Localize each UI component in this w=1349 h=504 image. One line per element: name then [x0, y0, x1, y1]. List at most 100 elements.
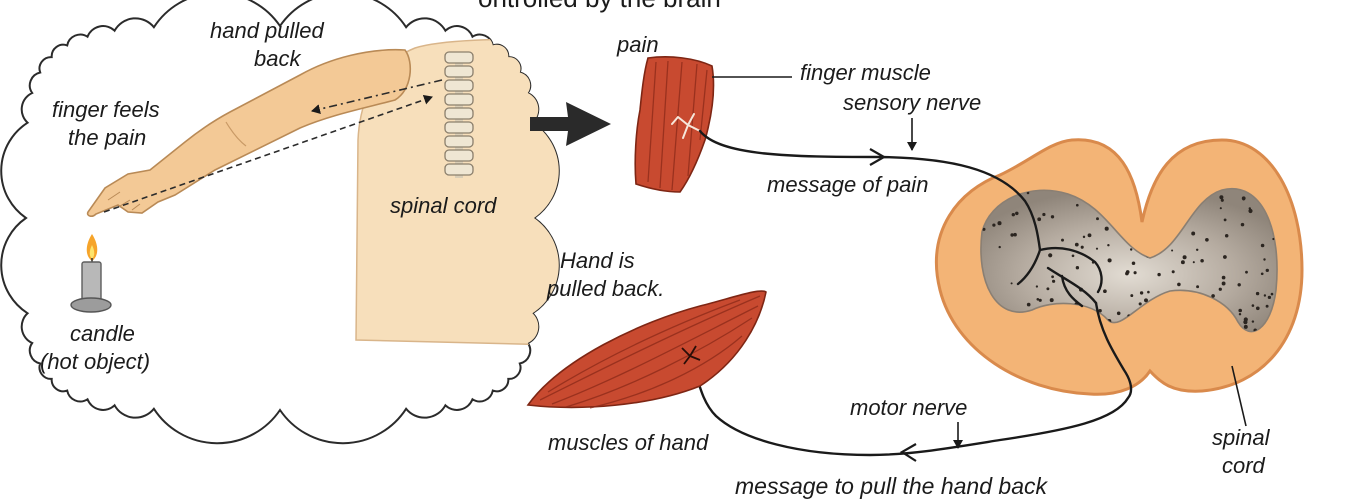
gray-matter-dot	[1027, 303, 1031, 307]
gray-matter-dot	[1196, 285, 1199, 288]
gray-matter-dot	[1083, 236, 1085, 238]
gray-matter-dot	[1266, 269, 1269, 272]
gray-matter-dot	[1238, 283, 1241, 286]
gray-matter-dot	[1051, 275, 1054, 278]
label-hand-is-pulled-2: pulled back.	[546, 276, 664, 301]
gray-matter-dot	[1193, 261, 1195, 263]
gray-matter-dot	[1036, 298, 1039, 301]
gray-matter-dot	[1249, 207, 1251, 209]
gray-matter-dot	[1252, 320, 1254, 322]
gray-matter-dot	[1238, 309, 1242, 313]
gray-matter-dot	[1211, 294, 1215, 298]
vertebra	[445, 66, 473, 77]
gray-matter-dot	[1125, 272, 1129, 276]
gray-matter-dot	[1075, 243, 1079, 247]
gray-matter-dot	[999, 246, 1001, 248]
gray-matter-dot	[1012, 213, 1015, 216]
vertebra	[445, 80, 473, 91]
gray-matter-dot	[1261, 244, 1265, 248]
gray-matter-dot	[1177, 283, 1181, 287]
gray-matter-dot	[1042, 213, 1045, 216]
gray-matter-dot	[1223, 255, 1227, 259]
gray-matter-dot	[1134, 271, 1137, 274]
finger-muscle	[635, 57, 713, 192]
gray-matter-dot	[1105, 227, 1109, 231]
vertebra	[445, 136, 473, 147]
gray-matter-dot	[1096, 248, 1098, 250]
hand-muscle	[528, 291, 766, 408]
gray-matter-dot	[1196, 249, 1198, 251]
gray-matter-dot	[1263, 258, 1265, 260]
gray-matter-dot	[1013, 233, 1017, 237]
gray-matter-dot	[1081, 246, 1084, 249]
gray-matter-dot	[1222, 276, 1226, 280]
gray-matter-dot	[1076, 266, 1079, 269]
candle-holder	[71, 298, 111, 312]
gray-matter-dot	[1011, 282, 1013, 284]
spinal-cord-section	[936, 140, 1302, 395]
gray-matter-dot	[1072, 254, 1075, 257]
gray-matter-dot	[1241, 223, 1245, 227]
gray-matter-dot	[1050, 298, 1054, 302]
gray-matter-dot	[1261, 272, 1264, 275]
gray-matter-dot	[1144, 298, 1148, 302]
gray-matter-dot	[1272, 238, 1274, 240]
gray-matter-dot	[1015, 212, 1018, 215]
gray-matter-dot	[1088, 233, 1092, 237]
vertebra	[445, 94, 473, 105]
gray-matter-dot	[1108, 258, 1112, 262]
gray-matter-dot	[1048, 253, 1052, 257]
label-spinal-cord-right-1: spinal	[1212, 425, 1271, 450]
gray-matter-dot	[1244, 317, 1248, 321]
gray-matter-dot	[1130, 248, 1132, 250]
gray-matter-dot	[1147, 291, 1150, 294]
gray-matter-dot	[1130, 294, 1133, 297]
gray-matter-dot	[1225, 234, 1229, 238]
label-motor-nerve: motor nerve	[850, 395, 967, 420]
label-sensory-nerve: sensory nerve	[843, 90, 981, 115]
gray-matter-dot	[1256, 292, 1259, 295]
gray-matter-dot	[1117, 312, 1121, 316]
label-finger-muscle: finger muscle	[800, 60, 931, 85]
label-finger-feels-1: finger feels	[52, 97, 160, 122]
gray-matter-dot	[1172, 270, 1175, 273]
label-hand-pulled-back-1: hand pulled	[210, 18, 325, 43]
gray-matter-dot	[1052, 280, 1055, 283]
gray-matter-dot	[1268, 296, 1271, 299]
gray-matter-dot	[1252, 304, 1255, 307]
spinal-column	[445, 52, 473, 178]
gray-matter-dot	[1181, 260, 1185, 264]
gray-matter-dot	[1191, 232, 1195, 236]
gray-matter-dot	[1051, 215, 1054, 218]
gray-matter-dot	[1076, 204, 1079, 207]
gray-matter-dot	[1224, 218, 1227, 221]
gray-matter-dot	[1245, 271, 1248, 274]
gray-matter-dot	[1248, 209, 1252, 213]
label-pain: pain	[616, 32, 659, 57]
label-spinal-cord-left: spinal cord	[390, 193, 497, 218]
label-hand-pulled-back-2: back	[254, 46, 301, 71]
gray-matter-dot	[1256, 306, 1260, 310]
gray-matter-dot	[1132, 262, 1136, 266]
gray-matter-dot	[1036, 285, 1038, 287]
gray-matter-dot	[1096, 217, 1099, 220]
gray-matter-dot	[1037, 217, 1041, 221]
vertebra	[445, 108, 473, 119]
gray-matter-dot	[1139, 302, 1142, 305]
gray-matter-dot	[1046, 287, 1049, 290]
label-message-pull-back: message to pull the hand back	[735, 473, 1048, 499]
vertebra	[445, 150, 473, 161]
gray-matter-dot	[1061, 239, 1064, 242]
gray-matter-dot	[1264, 294, 1266, 296]
vertebra	[445, 122, 473, 133]
label-candle-2: (hot object)	[40, 349, 150, 374]
gray-matter-dot	[992, 223, 995, 226]
left-panel-cloud: hand pulled back finger feels the pain s…	[1, 0, 560, 443]
gray-matter-dot	[1239, 313, 1241, 315]
gray-matter-dot	[1157, 273, 1160, 276]
gray-matter-dot	[1244, 325, 1248, 329]
gray-matter-dot	[1242, 198, 1245, 201]
gray-matter-dot	[1219, 195, 1223, 199]
gray-matter-dot	[1205, 238, 1209, 242]
